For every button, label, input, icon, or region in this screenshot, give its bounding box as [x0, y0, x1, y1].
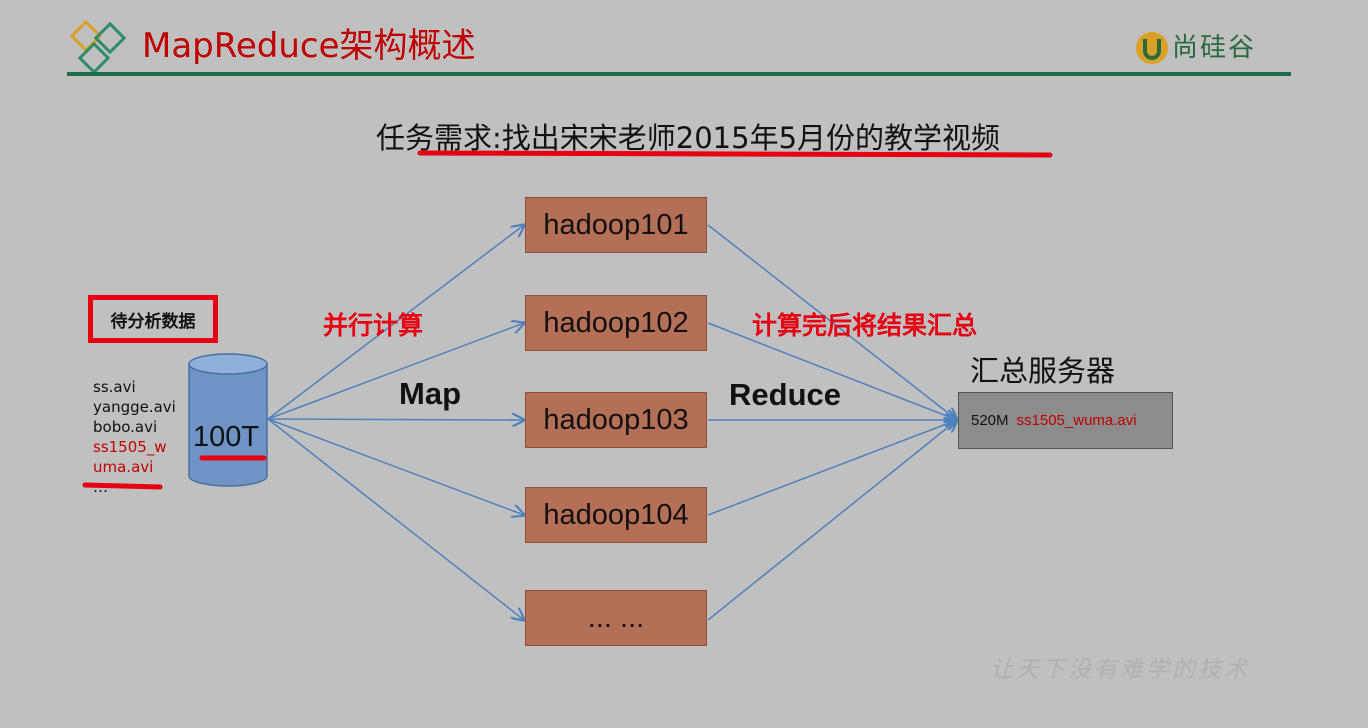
- parallel-label: 并行计算: [323, 311, 424, 340]
- summary-server-box: 520M ss1505_wuma.avi: [958, 392, 1173, 449]
- summary-file: ss1505_wuma.avi: [1016, 412, 1137, 429]
- aggregate-label: 计算完后将结果汇总: [752, 311, 978, 340]
- map-arrow-4: [267, 418, 524, 515]
- summary-size: 520M: [971, 412, 1009, 429]
- page-title: MapReduce架构概述: [142, 26, 476, 66]
- reduce-arrow-4: [707, 420, 957, 516]
- storage-size: 100T: [193, 421, 260, 453]
- map-arrow-5: [267, 418, 524, 620]
- task-underline: [417, 150, 1053, 158]
- node-hadoop102: hadoop102: [525, 295, 707, 351]
- task-requirement: 任务需求:找出宋宋老师2015年5月份的教学视频: [376, 121, 1001, 155]
- map-label: Map: [399, 376, 461, 411]
- brand-name: 尚硅谷: [1172, 33, 1257, 63]
- map-arrow-2: [267, 323, 524, 420]
- file-item-highlight-cont: uma.avi: [93, 458, 154, 476]
- file-item: bobo.avi: [93, 418, 158, 436]
- file-list-more: …: [93, 478, 108, 496]
- node-more: ... ...: [525, 590, 707, 646]
- map-arrow-3: [267, 419, 524, 420]
- file-list: ss.avi yangge.avi bobo.avi ss1505_w uma.…: [93, 377, 176, 497]
- header-divider: [67, 72, 1291, 76]
- node-hadoop101: hadoop101: [525, 197, 707, 253]
- data-label-box: 待分析数据: [88, 295, 218, 343]
- reduce-arrow-2: [707, 322, 957, 420]
- file-underline: [82, 482, 163, 490]
- file-item: yangge.avi: [93, 398, 176, 416]
- reduce-arrow-1: [707, 224, 957, 420]
- file-item: ss.avi: [93, 378, 136, 396]
- watermark-slogan: 让天下没有难学的技术: [990, 657, 1250, 683]
- summary-server-title: 汇总服务器: [970, 354, 1116, 388]
- reduce-arrow-5: [707, 420, 957, 621]
- map-arrow-1: [267, 225, 524, 420]
- data-label: 待分析数据: [110, 311, 196, 332]
- node-hadoop104: hadoop104: [525, 487, 707, 543]
- logo-diamonds-icon: [70, 20, 127, 75]
- file-item-highlight: ss1505_w: [93, 438, 167, 456]
- brand-logo-icon: [1136, 32, 1168, 64]
- reduce-label: Reduce: [729, 377, 841, 412]
- node-hadoop103: hadoop103: [525, 392, 707, 448]
